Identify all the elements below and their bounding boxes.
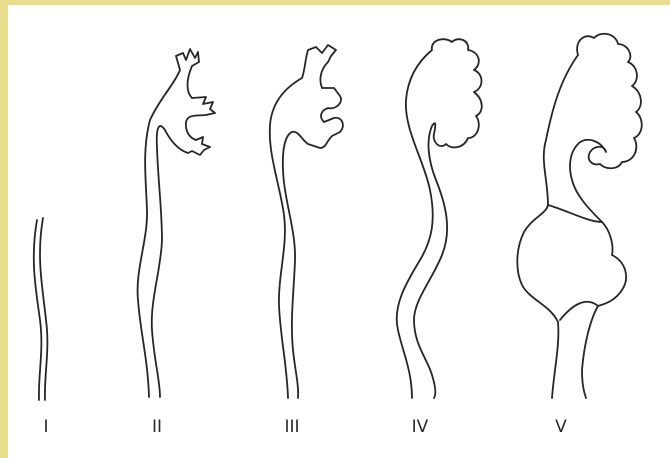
stage-4-drawing — [397, 39, 482, 398]
stage-label-1: I — [43, 417, 48, 437]
stage-label-3: III — [284, 417, 299, 437]
stage-label-4: IV — [412, 417, 429, 437]
stage-2-drawing — [138, 49, 215, 397]
stage-label-5: V — [555, 417, 567, 437]
stage-label-2: II — [152, 417, 162, 437]
stage-1-drawing — [34, 218, 48, 400]
stage-3-drawing — [270, 45, 343, 398]
stage-5-drawing — [517, 34, 641, 398]
